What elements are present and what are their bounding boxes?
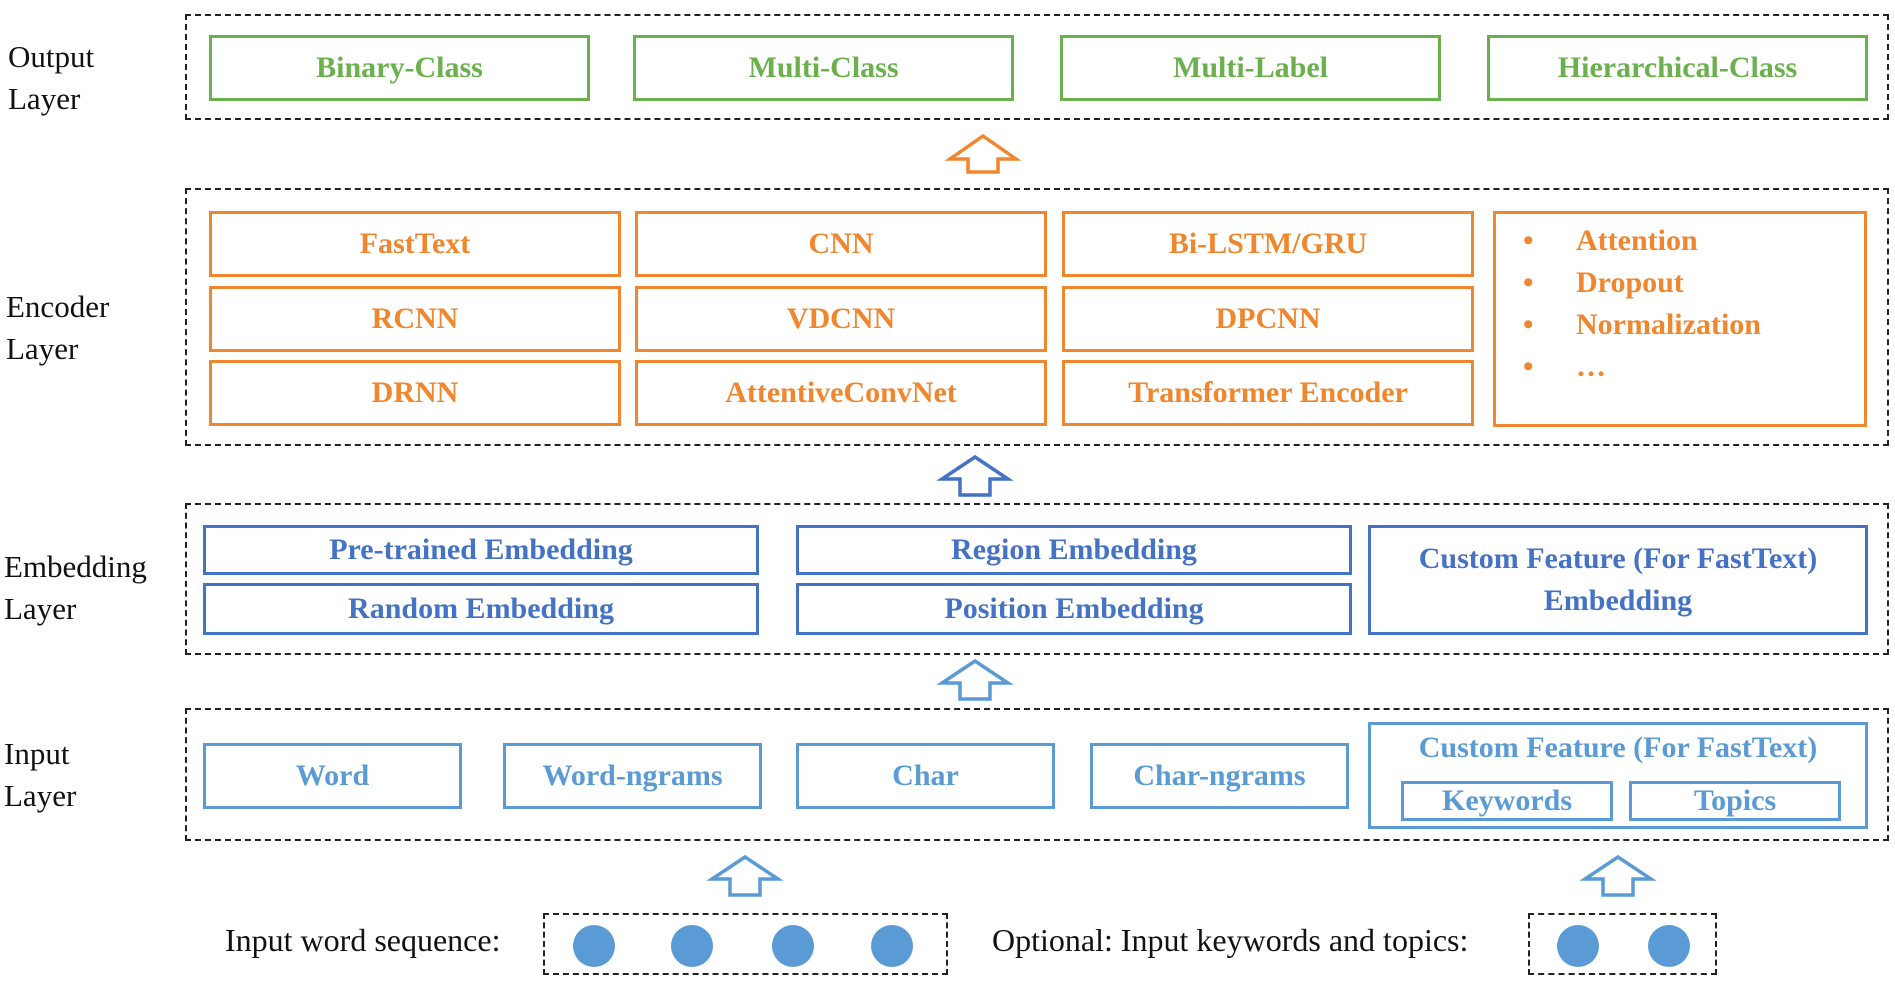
encoder-layer-label-line2: Layer [6,331,79,366]
encoder-layer-frame [185,188,1889,446]
encoder-box-fasttext: FastText [209,211,621,277]
circle-token-icon [772,925,814,967]
encoder-box-bi-lstm-gru: Bi-LSTM/GRU [1062,211,1474,277]
bullet-icon: • [1523,350,1534,383]
embedding-layer-label-line1: Embedding [4,549,147,584]
embedding-box-custom-feature: Custom Feature (For FastText) Embedding [1368,525,1868,635]
output-layer-label-line1: Output [8,39,95,74]
encoder-layer-label: Encoder Layer [6,286,109,370]
output-box-multi-label: Multi-Label [1060,35,1441,101]
up-arrow-icon [944,133,1022,174]
word-sequence-frame [543,913,948,975]
encoder-box-drnn: DRNN [209,360,621,426]
bullet-icon: • [1523,266,1534,299]
embedding-custom-line1: Custom Feature (For FastText) [1418,542,1818,575]
input-layer-label-line2: Layer [4,778,77,813]
input-layer-label-line1: Input [4,736,70,771]
embedding-box-region: Region Embedding [796,525,1352,575]
circle-token-icon [871,925,913,967]
output-box-multi-class: Multi-Class [633,35,1014,101]
embedding-box-position: Position Embedding [796,583,1352,635]
output-layer-label: Output Layer [8,36,94,120]
up-arrow-icon [936,454,1014,497]
input-layer-frame [185,708,1889,841]
embedding-layer-frame [185,503,1889,655]
output-box-hierarchical-class: Hierarchical-Class [1487,35,1868,101]
input-custom-box-topics: Topics [1629,781,1841,821]
embedding-layer-label-line2: Layer [4,591,77,626]
output-layer-frame [185,14,1889,120]
optional-input-label: Optional: Input keywords and topics: [992,922,1469,958]
output-box-binary-class: Binary-Class [209,35,590,101]
output-layer-label-line2: Layer [8,81,81,116]
up-arrow-icon [1579,854,1657,897]
encoder-box-vdcnn: VDCNN [635,286,1047,352]
encoder-extra-dropout: Dropout [1576,266,1684,299]
input-box-char-ngrams: Char-ngrams [1090,743,1349,809]
encoder-box-transformer-encoder: Transformer Encoder [1062,360,1474,426]
up-arrow-icon [706,854,784,897]
encoder-layer-label-line1: Encoder [6,289,110,324]
bullet-icon: • [1523,308,1534,341]
embedding-box-random: Random Embedding [203,583,759,635]
up-arrow-icon [936,658,1014,701]
keywords-topics-frame [1528,913,1717,975]
circle-token-icon [1648,925,1690,967]
input-layer-label: Input Layer [4,733,76,817]
input-box-word: Word [203,743,462,809]
encoder-extra-ellipsis: … [1576,350,1606,383]
circle-token-icon [671,925,713,967]
circle-token-icon [1557,925,1599,967]
bullet-icon: • [1523,224,1534,257]
embedding-custom-line2: Embedding [1543,584,1693,617]
encoder-extra-attention: Attention [1576,224,1698,257]
input-custom-box-keywords: Keywords [1401,781,1613,821]
circle-token-icon [573,925,615,967]
input-box-custom-feature: Custom Feature (For FastText) Keywords T… [1368,722,1868,829]
encoder-box-rcnn: RCNN [209,286,621,352]
encoder-box-cnn: CNN [635,211,1047,277]
input-box-char: Char [796,743,1055,809]
input-word-sequence-label: Input word sequence: [225,922,501,958]
embedding-layer-label: Embedding Layer [4,546,147,630]
encoder-extras-list: • Attention • Dropout • Normalization • … [1493,211,1867,427]
encoder-box-dpcnn: DPCNN [1062,286,1474,352]
embedding-box-pretrained: Pre-trained Embedding [203,525,759,575]
input-box-word-ngrams: Word-ngrams [503,743,762,809]
input-custom-title: Custom Feature (For FastText) [1418,731,1818,764]
encoder-box-attentiveconvnet: AttentiveConvNet [635,360,1047,426]
encoder-extra-normalization: Normalization [1576,308,1761,341]
